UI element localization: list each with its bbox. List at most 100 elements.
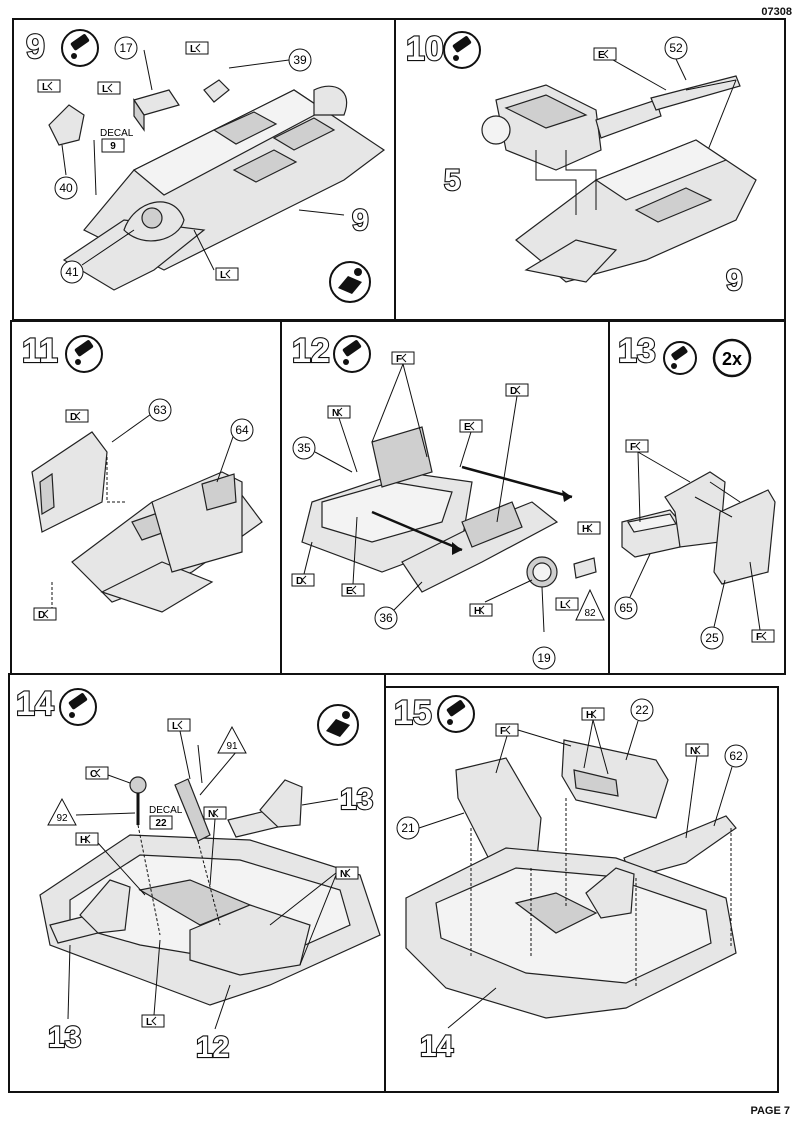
step-number: 14 xyxy=(16,685,54,723)
svg-text:91: 91 xyxy=(226,741,238,752)
svg-text:21: 21 xyxy=(401,821,415,835)
driveshaft-shape xyxy=(650,75,741,111)
paint-flag-F: F xyxy=(495,723,519,737)
svg-text:DECAL: DECAL xyxy=(149,805,183,816)
paint-flag-D: D xyxy=(505,383,529,397)
callout-62: 62 xyxy=(724,744,748,768)
part-19-shape xyxy=(526,556,597,588)
callout-36: 36 xyxy=(374,606,398,630)
step-number: 12 xyxy=(292,332,330,370)
svg-text:63: 63 xyxy=(153,403,167,417)
callout-52: 52 xyxy=(664,36,688,60)
seat-base-65 xyxy=(621,471,726,558)
svg-text:L: L xyxy=(560,600,566,611)
paint-icon xyxy=(317,704,359,746)
paint-flag-N: N xyxy=(327,405,351,419)
svg-text:17: 17 xyxy=(119,41,133,55)
floor-ref: 12 xyxy=(196,1031,229,1064)
glue-icon xyxy=(333,335,371,373)
svg-text:L: L xyxy=(146,1017,152,1028)
svg-text:E: E xyxy=(346,586,353,597)
svg-text:36: 36 xyxy=(379,611,393,625)
svg-text:F: F xyxy=(396,354,402,365)
triangle-ref-91: 91 xyxy=(217,725,247,754)
svg-text:D: D xyxy=(296,576,303,587)
svg-text:52: 52 xyxy=(669,41,683,55)
paint-flag-E: E xyxy=(593,47,617,61)
assembly-arrow xyxy=(371,510,463,552)
decal-box: DECAL 9 xyxy=(100,128,134,153)
glue-icon xyxy=(61,29,99,67)
svg-text:N: N xyxy=(690,746,697,757)
step-15-panel: 15 F H N 21 22 62 xyxy=(384,686,779,1093)
callout-25: 25 xyxy=(700,626,724,650)
svg-text:22: 22 xyxy=(155,818,167,829)
paint-flag-L: L xyxy=(97,81,121,95)
assembly-ref: 14 xyxy=(420,1030,454,1063)
svg-text:9: 9 xyxy=(110,141,116,152)
svg-text:D: D xyxy=(70,412,77,423)
svg-text:L: L xyxy=(220,270,226,281)
svg-text:39: 39 xyxy=(293,53,307,67)
step-number: 13 xyxy=(618,332,656,370)
callout-64: 64 xyxy=(230,418,254,442)
right-panel-64 xyxy=(151,471,243,573)
triangle-ref-92: 92 xyxy=(47,797,77,826)
callout-35: 35 xyxy=(292,436,316,460)
svg-text:25: 25 xyxy=(705,631,719,645)
glue-icon xyxy=(443,31,481,69)
svg-text:40: 40 xyxy=(59,181,73,195)
svg-text:22: 22 xyxy=(635,703,649,717)
paint-flag-F: F xyxy=(751,629,775,643)
glue-icon xyxy=(59,688,97,726)
callout-65: 65 xyxy=(614,596,638,620)
svg-text:N: N xyxy=(208,809,215,820)
paint-flag-F: F xyxy=(625,439,649,453)
svg-text:19: 19 xyxy=(537,651,551,665)
paint-flag-L: L xyxy=(141,1014,165,1028)
engine-drawing xyxy=(481,84,662,171)
callout-41: 41 xyxy=(60,260,84,284)
svg-text:62: 62 xyxy=(729,749,743,763)
paint-flag-N: N xyxy=(335,866,359,880)
part-17-shape xyxy=(133,89,180,132)
seat-ref: 13 xyxy=(48,1021,81,1054)
paint-flag-E: E xyxy=(341,583,365,597)
callout-17: 17 xyxy=(114,36,138,60)
step-number: 9 xyxy=(26,28,45,66)
step-10-panel: 10 E 52 5 9 xyxy=(394,18,786,321)
seat-assembly-13 xyxy=(227,779,303,838)
catalog-number: 07308 xyxy=(761,6,792,18)
step-14-panel: 14 L C H N N L xyxy=(8,673,386,1093)
console-shape xyxy=(174,778,211,842)
paint-flag-F: F xyxy=(391,351,415,365)
floor-pan-35 xyxy=(301,426,473,573)
paint-flag-D: D xyxy=(65,409,89,423)
step-9-panel: 9 17 39 40 xyxy=(12,18,396,321)
step-number: 10 xyxy=(406,30,444,68)
paint-flag-D: D xyxy=(33,607,57,621)
svg-text:F: F xyxy=(630,442,636,453)
page-number: PAGE 7 xyxy=(750,1105,790,1117)
callout-22: 22 xyxy=(630,698,654,722)
part-39-shape xyxy=(203,79,230,103)
step-13-panel: 13 2x F F 65 25 xyxy=(608,320,786,675)
chassis-drawing xyxy=(515,139,757,283)
paint-flag-L: L xyxy=(37,79,61,93)
glue-icon xyxy=(663,341,697,375)
callout-63: 63 xyxy=(148,398,172,422)
svg-text:DECAL: DECAL xyxy=(100,128,134,139)
door-panel-36 xyxy=(401,501,559,593)
glue-icon xyxy=(65,335,103,373)
seat-back-25 xyxy=(713,489,776,585)
decal-box: DECAL 22 xyxy=(149,805,183,830)
svg-text:H: H xyxy=(582,524,589,535)
svg-text:2x: 2x xyxy=(722,349,742,369)
paint-flag-C: C xyxy=(85,766,109,780)
chassis-ref: 9 xyxy=(726,264,743,297)
svg-text:65: 65 xyxy=(619,601,633,615)
svg-text:N: N xyxy=(332,408,339,419)
callout-19: 19 xyxy=(532,646,556,670)
svg-text:L: L xyxy=(42,82,48,93)
svg-text:35: 35 xyxy=(297,441,311,455)
